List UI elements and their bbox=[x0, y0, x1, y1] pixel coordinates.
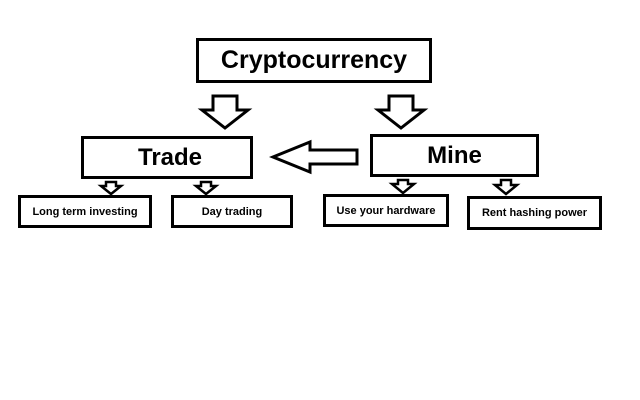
arrow-root-to-mine bbox=[373, 94, 429, 130]
long-term-investing-label: Long term investing bbox=[32, 205, 138, 218]
arrow-trade-to-day-trading bbox=[192, 180, 220, 196]
mine-label: Mine bbox=[427, 141, 482, 169]
trade-node: Trade bbox=[81, 136, 253, 179]
trade-label: Trade bbox=[137, 143, 203, 171]
rent-hashing-power-node: Rent hashing power bbox=[467, 196, 602, 230]
day-trading-label: Day trading bbox=[201, 205, 263, 218]
cryptocurrency-node: Cryptocurrency bbox=[196, 38, 432, 83]
cryptocurrency-label: Cryptocurrency bbox=[220, 46, 408, 74]
arrow-root-to-trade bbox=[197, 94, 253, 130]
day-trading-node: Day trading bbox=[171, 195, 293, 228]
mine-node: Mine bbox=[370, 134, 539, 177]
arrow-mine-to-hardware bbox=[388, 178, 418, 195]
arrow-trade-to-long-term bbox=[97, 180, 125, 196]
use-your-hardware-node: Use your hardware bbox=[323, 194, 449, 227]
rent-hashing-power-label: Rent hashing power bbox=[481, 207, 588, 219]
long-term-investing-node: Long term investing bbox=[18, 195, 152, 228]
arrow-mine-to-trade bbox=[269, 139, 359, 175]
arrow-mine-to-hashing bbox=[491, 178, 521, 196]
use-your-hardware-label: Use your hardware bbox=[336, 204, 436, 217]
